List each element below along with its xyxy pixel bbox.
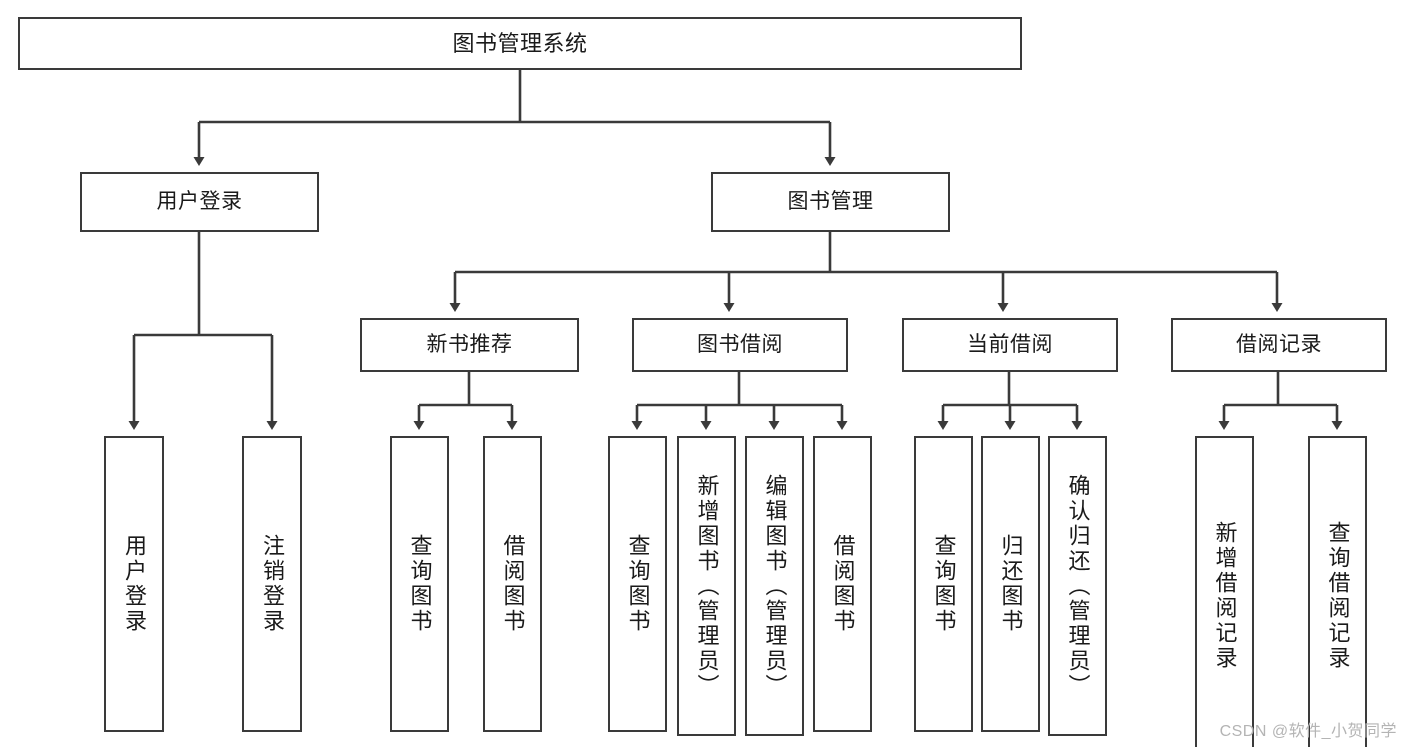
node-leaf-query-record[interactable]: 查询借阅记录 [1308, 436, 1367, 747]
node-book-manage-label: 图书管理 [787, 189, 874, 213]
node-leaf-borrow-book-1-label: 借阅图书 [500, 534, 526, 634]
node-leaf-query-record-label: 查询借阅记录 [1325, 521, 1351, 671]
node-user-login-label: 用户登录 [156, 189, 243, 213]
node-user-login[interactable]: 用户登录 [80, 172, 319, 232]
node-book-borrow[interactable]: 图书借阅 [632, 318, 848, 372]
node-root-book-management-system[interactable]: 图书管理系统 [18, 17, 1022, 70]
node-leaf-query-book-3[interactable]: 查询图书 [914, 436, 973, 732]
csdn-watermark: CSDN @软件_小贺同学 [1219, 723, 1397, 740]
node-borrow-record[interactable]: 借阅记录 [1171, 318, 1387, 372]
node-leaf-edit-book-label: 编辑图书（管理员） [762, 473, 788, 699]
node-current-borrow[interactable]: 当前借阅 [902, 318, 1118, 372]
node-leaf-edit-book[interactable]: 编辑图书（管理员） [745, 436, 804, 736]
node-leaf-query-book-1[interactable]: 查询图书 [390, 436, 449, 732]
node-leaf-query-book-2-label: 查询图书 [625, 534, 651, 634]
node-leaf-query-book-1-label: 查询图书 [407, 534, 433, 634]
node-leaf-add-record-label: 新增借阅记录 [1212, 521, 1238, 671]
node-book-borrow-label: 图书借阅 [697, 332, 783, 356]
node-new-book-recommend-label: 新书推荐 [426, 332, 513, 356]
node-leaf-return-book-label: 归还图书 [998, 534, 1024, 634]
node-leaf-borrow-book-2[interactable]: 借阅图书 [813, 436, 872, 732]
node-leaf-add-record[interactable]: 新增借阅记录 [1195, 436, 1254, 747]
node-leaf-borrow-book-2-label: 借阅图书 [830, 534, 856, 634]
node-root-label: 图书管理系统 [452, 30, 588, 56]
node-leaf-user-login[interactable]: 用户登录 [104, 436, 164, 732]
node-current-borrow-label: 当前借阅 [967, 332, 1053, 356]
node-borrow-record-label: 借阅记录 [1236, 332, 1322, 356]
node-leaf-confirm-return-label: 确认归还（管理员） [1065, 473, 1091, 699]
node-leaf-query-book-2[interactable]: 查询图书 [608, 436, 667, 732]
node-leaf-confirm-return[interactable]: 确认归还（管理员） [1048, 436, 1107, 736]
node-book-manage[interactable]: 图书管理 [711, 172, 950, 232]
node-leaf-add-book-label: 新增图书（管理员） [694, 473, 720, 699]
node-leaf-query-book-3-label: 查询图书 [931, 534, 957, 634]
node-leaf-return-book[interactable]: 归还图书 [981, 436, 1040, 732]
node-leaf-logout-login-label: 注销登录 [260, 534, 285, 634]
node-leaf-user-login-label: 用户登录 [122, 534, 147, 634]
node-leaf-logout-login[interactable]: 注销登录 [242, 436, 302, 732]
node-new-book-recommend[interactable]: 新书推荐 [360, 318, 579, 372]
node-leaf-borrow-book-1[interactable]: 借阅图书 [483, 436, 542, 732]
node-leaf-add-book[interactable]: 新增图书（管理员） [677, 436, 736, 736]
